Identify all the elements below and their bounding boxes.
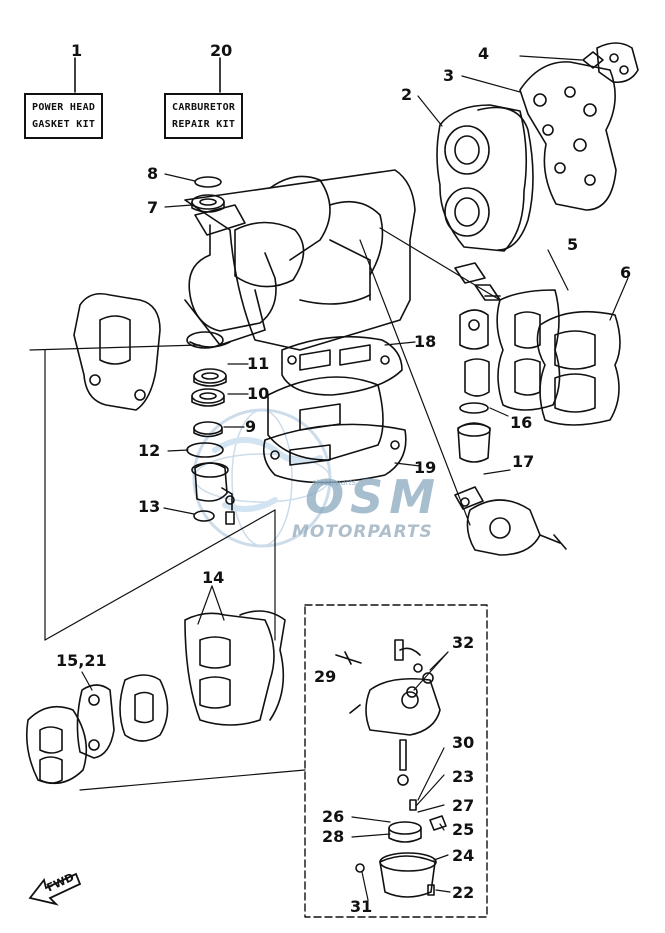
- connector-right-2: [379, 227, 501, 301]
- watermark-sub: MOTORPARTS: [292, 522, 433, 542]
- part-19-gasket: [262, 423, 407, 484]
- callout-24: 24: [452, 846, 475, 865]
- callout-3: 3: [443, 66, 455, 85]
- part-5-gasket: [496, 249, 569, 411]
- callout-9: 9: [245, 417, 257, 436]
- part-3-gasket: [461, 61, 617, 211]
- callout-15-21: 15,21: [56, 651, 107, 670]
- callout-20: 20: [210, 41, 233, 60]
- left-gasket-outline: [73, 292, 161, 411]
- part-17-fuel-pump: [454, 469, 567, 556]
- part-16-oring: [459, 402, 489, 414]
- callout-11: 11: [247, 354, 270, 373]
- callout-18: 18: [414, 332, 437, 351]
- part-29-screw: [335, 651, 362, 665]
- kit-line-2: GASKET KIT: [32, 119, 96, 130]
- callout-5: 5: [567, 235, 579, 254]
- thermostat-assembly: [454, 262, 509, 463]
- callout-30: 30: [452, 733, 475, 752]
- part-10-seal: [191, 388, 225, 407]
- callout-19: 19: [414, 458, 437, 477]
- part-7-oil-seal: [191, 194, 225, 213]
- callout-28: 28: [322, 827, 345, 846]
- callout-2: 2: [401, 85, 413, 104]
- callout-25: 25: [452, 820, 475, 839]
- callout-16: 16: [510, 413, 533, 432]
- callout-22: 22: [452, 883, 475, 902]
- part-9-seal: [193, 421, 223, 438]
- callout-32: 32: [452, 633, 475, 652]
- callout-29: 29: [314, 667, 337, 686]
- watermark-tiny-text: stotorparts: [312, 478, 357, 487]
- callout-7: 7: [147, 198, 159, 217]
- watermark-globe: [192, 408, 332, 548]
- connector-left-top: [29, 344, 201, 351]
- kit-line-1: POWER HEAD: [32, 102, 96, 113]
- connector-lower: [79, 769, 306, 791]
- fwd-arrow: [28, 872, 82, 906]
- callout-27: 27: [452, 796, 475, 815]
- callout-4: 4: [478, 44, 490, 63]
- power-head-gasket-kit-label: POWER HEAD GASKET KIT: [24, 93, 104, 139]
- crankshaft: [184, 204, 277, 349]
- part-15-21-gaskets: [25, 671, 169, 785]
- callout-23: 23: [452, 767, 475, 786]
- float-chamber: [355, 799, 447, 898]
- part-11-bearing: [193, 368, 227, 387]
- callout-14: 14: [202, 568, 225, 587]
- callout-13: 13: [138, 497, 161, 516]
- part-13-oring: [193, 510, 215, 522]
- kit-line-1: CARBURETOR: [172, 102, 236, 113]
- carburetor-kit-frame: [304, 604, 488, 918]
- callout-10: 10: [247, 384, 270, 403]
- connector-right-diagonal: [359, 239, 471, 526]
- kit-line-2: REPAIR KIT: [172, 119, 236, 130]
- part-8-oring: [194, 176, 222, 188]
- callout-8: 8: [147, 164, 159, 183]
- callout-1: 1: [71, 41, 83, 60]
- watermark-brand: OSM: [305, 470, 442, 524]
- callout-31: 31: [350, 897, 373, 916]
- callout-6: 6: [620, 263, 632, 282]
- callout-12: 12: [138, 441, 161, 460]
- crankcase-block: [184, 169, 416, 351]
- callout-26: 26: [322, 807, 345, 826]
- callout-17: 17: [512, 452, 535, 471]
- carburetor-body: [349, 639, 441, 786]
- part-4-bracket: [519, 42, 639, 84]
- lower-bearing-housing: [191, 462, 235, 525]
- part-18-gasket: [281, 335, 403, 396]
- part-14-gaskets: [184, 585, 286, 726]
- part-2-head-gasket: [417, 95, 534, 252]
- connector-diagonal: [44, 509, 276, 641]
- part-6-gasket: [536, 277, 629, 426]
- carburetor-repair-kit-label: CARBURETOR REPAIR KIT: [164, 93, 244, 139]
